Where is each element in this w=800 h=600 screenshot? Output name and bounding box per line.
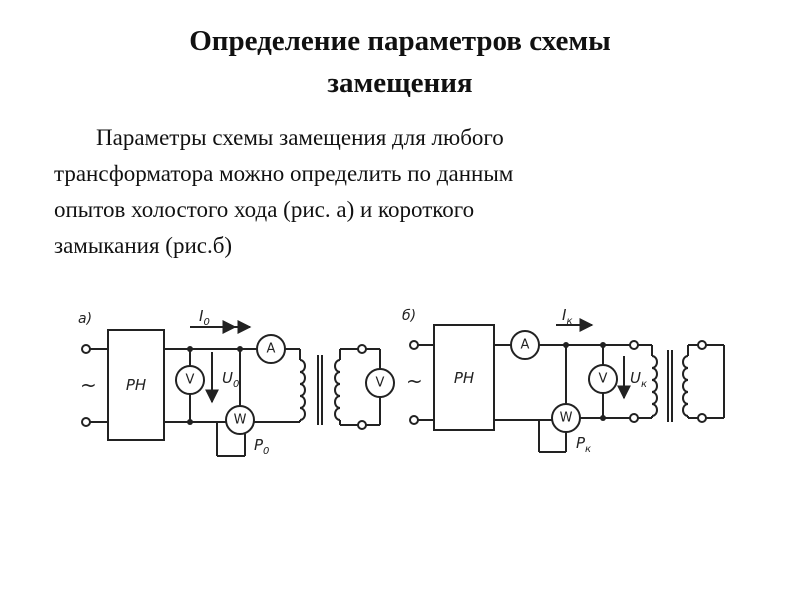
diagram-a-ammeter-label: A	[267, 342, 276, 357]
diagram-b-short-circuit-test: б) ~ РН A Iк V Uк	[402, 306, 725, 455]
paragraph-line-3: опытов холостого хода (рис. а) и коротко…	[54, 197, 475, 222]
diagram-a-current-label: I0	[199, 307, 210, 328]
slide-paragraph: Параметры схемы замещения для любого тра…	[54, 120, 754, 264]
diagram-b-ac-source-symbol: ~	[406, 369, 423, 393]
slide-title-line-1: Определение параметров схемы	[189, 25, 611, 57]
diagram-b-power-label: Pк	[576, 434, 591, 455]
diagram-a-input-terminal-bottom	[81, 417, 91, 427]
diagram-a-primary-winding	[299, 359, 306, 421]
diagram-b-current-label: Iк	[562, 306, 572, 327]
diagram-b-panel-label: б)	[402, 308, 416, 324]
diagram-a-power-label: P0	[254, 436, 269, 457]
diagram-a-ac-source-symbol: ~	[80, 373, 97, 397]
slide-title-line-2: замещения	[327, 67, 473, 99]
diagram-a-panel-label: а)	[78, 311, 92, 327]
diagram-b-regulator-label: РН	[454, 369, 474, 387]
diagram-b-ammeter-label: A	[521, 338, 530, 353]
paragraph-line-2: трансформатора можно определить по данны…	[54, 161, 514, 186]
diagram-a-no-load-test: а) ~ РН I0 A V	[78, 307, 395, 457]
diagram-a-secondary-winding	[334, 359, 341, 421]
diagram-b-voltage-label: Uк	[630, 369, 647, 390]
diagram-a-voltage-regulator	[107, 329, 165, 441]
diagram-a-wattmeter	[225, 405, 255, 435]
diagram-a-primary-voltmeter-label: V	[186, 373, 195, 388]
paragraph-line-1: Параметры схемы замещения для любого	[96, 125, 504, 150]
diagram-b-input-terminal-bottom	[409, 415, 419, 425]
diagram-a-regulator-label: РН	[126, 376, 146, 394]
diagram-a-secondary-voltmeter-label: V	[376, 376, 385, 391]
diagram-a-secondary-voltmeter	[365, 368, 395, 398]
diagram-b-input-terminal-top	[409, 340, 419, 350]
diagram-b-primary-voltmeter-label: V	[599, 372, 608, 387]
diagram-b-secondary-winding	[682, 355, 689, 417]
diagram-b-voltage-regulator	[433, 324, 495, 431]
slide-title: Определение параметров схемы замещения	[0, 20, 800, 104]
paragraph-line-4: замыкания (рис.б)	[54, 233, 233, 258]
diagram-b-wattmeter-label: W	[560, 411, 573, 426]
diagram-a-wattmeter-label: W	[234, 413, 247, 428]
diagram-b-primary-winding	[651, 355, 658, 417]
diagram-a-voltage-label: U0	[222, 369, 239, 390]
diagram-a-input-terminal-top	[81, 344, 91, 354]
